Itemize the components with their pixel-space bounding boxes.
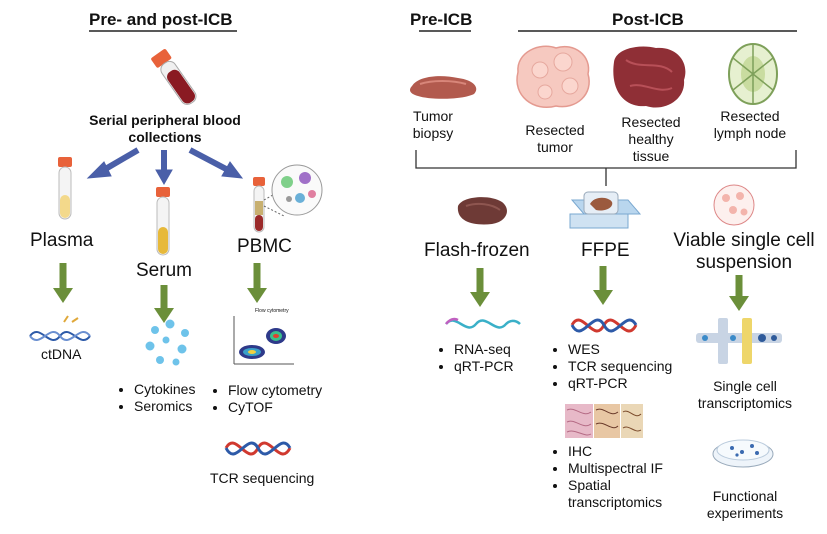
ffpe-assay-item: Multispectral IF [568, 460, 698, 477]
plasma-tube-icon [58, 157, 72, 220]
sample-line: healthy [628, 131, 674, 147]
pbmc-label: PBMC [237, 236, 292, 257]
result-line: Single cell [713, 378, 777, 394]
rna-icon [445, 319, 521, 329]
ff-assay-item: qRT-PCR [454, 358, 514, 375]
sample-healthy-tissue: Resected healthy tissue [606, 114, 696, 165]
ctdna-label: ctDNA [41, 346, 82, 362]
tcr-dna-icon [224, 441, 292, 456]
functional-experiments-label: Functional experiments [690, 488, 800, 522]
flow-panel-title: Flow cytometry [255, 308, 289, 314]
flash-frozen-label: Flash-frozen [424, 240, 530, 261]
ffpe-assay-item: WES [568, 341, 672, 358]
result-line: experiments [706, 505, 784, 521]
green-arrows-left [53, 263, 267, 323]
collection-line1: Serial peripheral blood [89, 112, 241, 128]
serum-assay-item: Seromics [134, 398, 195, 415]
sample-line: biopsy [412, 125, 454, 141]
pbmc-assays: Flow cytometry CyTOF [210, 382, 322, 416]
sample-line: Resected [621, 114, 681, 130]
single-cell-transcriptomics-label: Single cell transcriptomics [690, 378, 800, 412]
green-arrows-right [470, 266, 749, 311]
viable-line: Viable single cell [673, 230, 815, 251]
sample-tumor-biopsy: Tumor biopsy [398, 108, 468, 142]
sample-line: Resected [720, 108, 780, 124]
pbmc-assay-item: CyTOF [228, 399, 322, 416]
blue-arrows [86, 147, 244, 186]
resected-healthy-tissue-icon [613, 46, 686, 108]
pbmc-assay-item: Flow cytometry [228, 382, 322, 399]
wes-dna-icon [570, 318, 638, 333]
cytokines-icon [145, 319, 189, 366]
single-cell-suspension-icon [713, 184, 755, 226]
ffpe-assay-item: TCR sequencing [568, 358, 672, 375]
pbmc-cells-icon [263, 164, 323, 217]
collection-line2: collections [128, 129, 202, 145]
lymph-node-icon [728, 43, 778, 105]
serum-label: Serum [136, 260, 192, 281]
post-icb-title: Post-ICB [612, 10, 684, 29]
ffpe-assay-item: qRT-PCR [568, 375, 672, 392]
ffpe-block-icon [569, 191, 642, 229]
ff-assay-item: RNA-seq [454, 341, 514, 358]
tumor-biopsy-icon [410, 76, 477, 99]
single-cell-chip-icon [696, 318, 782, 364]
left-title: Pre- and post-ICB [89, 10, 233, 29]
serum-tube-icon [156, 187, 170, 256]
sample-lymph-node: Resected lymph node [700, 108, 800, 142]
viable-line: suspension [695, 252, 793, 273]
petri-dish-icon [712, 439, 774, 468]
tcr-seq-label: TCR sequencing [210, 470, 315, 486]
ffpe-assay-item: Spatial transcriptomics [568, 477, 698, 511]
ihc-panels-icon [565, 404, 643, 438]
result-line: Functional [712, 488, 778, 504]
ffpe-label: FFPE [581, 240, 630, 261]
serum-assay-item: Cytokines [134, 381, 195, 398]
ffpe-assays-2: IHC Multispectral IF Spatial transcripto… [550, 443, 698, 511]
sample-line: Resected [525, 122, 585, 138]
resected-tumor-icon [516, 45, 590, 108]
sample-resected-tumor: Resected tumor [510, 122, 600, 156]
pbmc-tube-icon [253, 177, 265, 233]
result-line: transcriptomics [697, 395, 793, 411]
ctdna-icon [29, 315, 91, 342]
flow-cytometry-plot-icon [226, 308, 296, 370]
plasma-label: Plasma [30, 230, 94, 251]
ffpe-assay-item: IHC [568, 443, 698, 460]
viable-cells-label: Viable single cell suspension [664, 230, 824, 274]
samples-bracket [415, 150, 797, 186]
sample-line: Tumor [413, 108, 453, 124]
sample-line: tumor [537, 139, 573, 155]
serum-assays: Cytokines Seromics [116, 381, 195, 415]
blood-tube-icon [151, 49, 197, 105]
sample-line: lymph node [713, 125, 787, 141]
pre-icb-title: Pre-ICB [410, 10, 473, 29]
ffpe-assays: WES TCR sequencing qRT-PCR [550, 341, 672, 392]
flash-frozen-tissue-icon [457, 197, 507, 225]
sample-line: tissue [632, 148, 670, 164]
collection-label: Serial peripheral blood collections [70, 112, 260, 146]
flash-frozen-assays: RNA-seq qRT-PCR [436, 341, 514, 375]
